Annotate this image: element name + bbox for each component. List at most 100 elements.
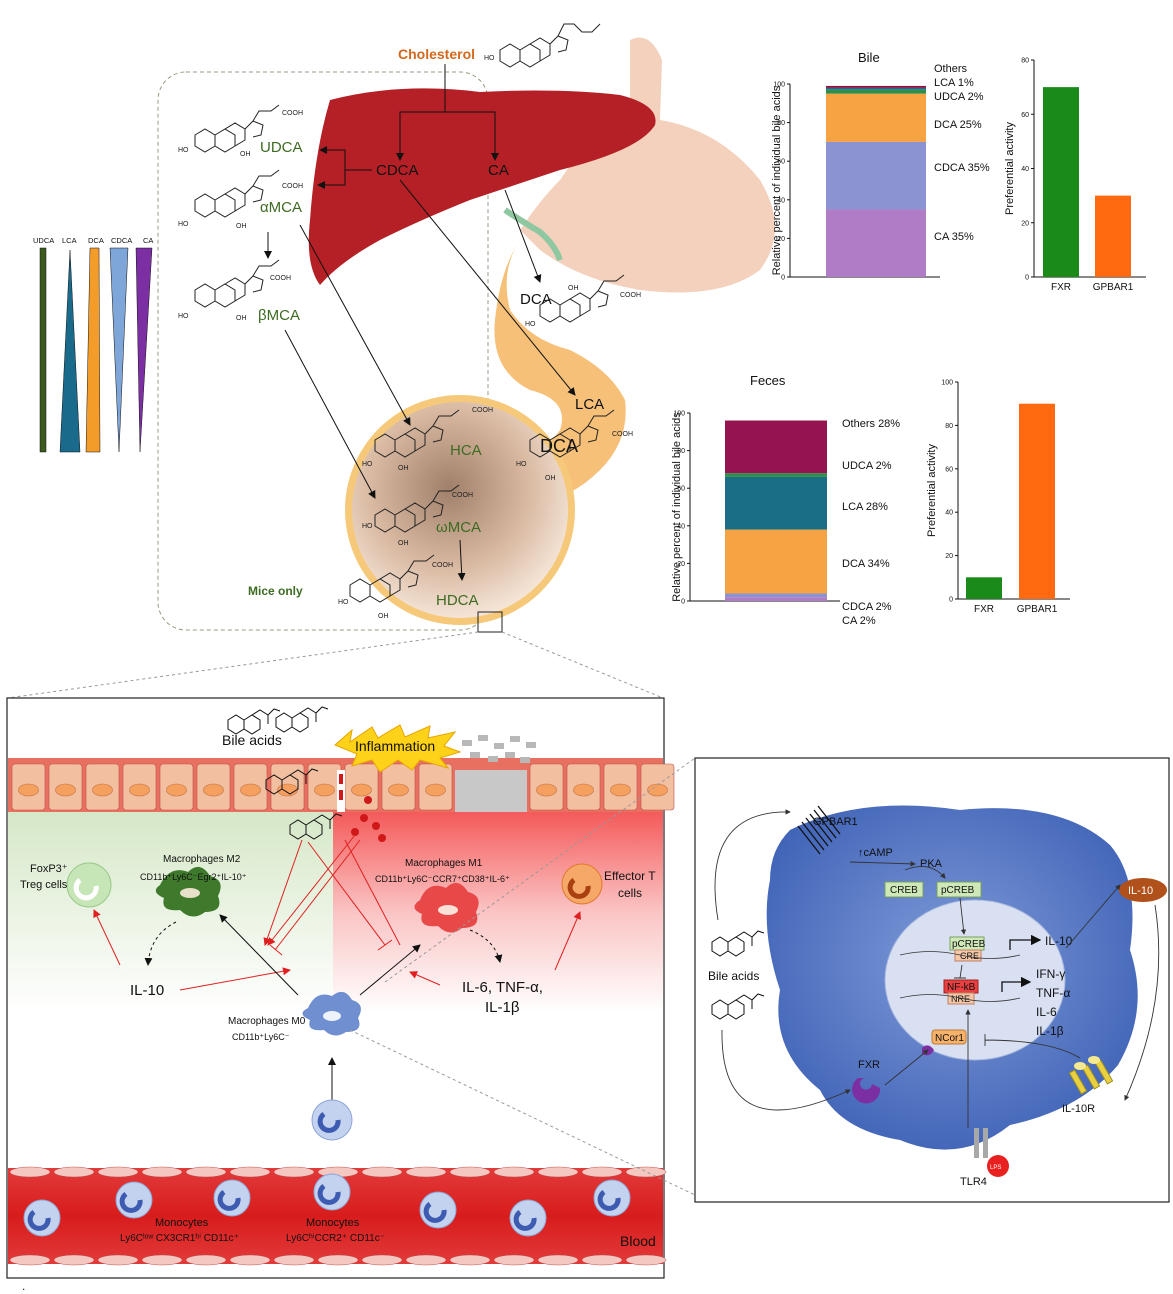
intestine: [470, 240, 626, 505]
endothelial-cell: [185, 1166, 227, 1178]
svg-text:OH: OH: [236, 315, 247, 322]
monocyte-nucleus: [513, 1209, 537, 1231]
zoom-lines-bottom: [349, 757, 696, 1196]
damaged-epithelium: [455, 770, 527, 812]
bar-gpbar1: [1095, 195, 1131, 277]
segment-label: LCA 1%: [934, 77, 974, 89]
y-tick-label: 80: [677, 448, 685, 455]
svg-text:CDCA: CDCA: [111, 236, 132, 245]
x-tick-label: GPBAR1: [1093, 282, 1134, 293]
cre-label: CRE: [960, 951, 979, 961]
svg-text:DCA: DCA: [88, 236, 104, 245]
stomach: [520, 37, 775, 293]
y-tick-label: 40: [1021, 166, 1029, 173]
y-axis-label: Preferential activity: [1004, 122, 1016, 215]
mono1-label-line2: Ly6Cˡᵒʷ CX3CR1ʰⁱ CD11c⁺: [120, 1233, 239, 1244]
inflammatory-mediators: [337, 770, 386, 842]
epithelial-debris: [462, 735, 536, 763]
gut-black-arrows: [144, 914, 503, 1120]
svg-text:HO: HO: [178, 221, 189, 228]
y-axis-label: Relative percent of individual bile acid…: [671, 412, 683, 602]
amca-label: αMCA: [260, 199, 302, 216]
gut-bile-acid-structures: [227, 706, 343, 840]
y-tick-label: 80: [945, 423, 953, 430]
il10-gene-label: IL-10: [1045, 934, 1073, 948]
svg-text:LCA: LCA: [62, 236, 77, 245]
svg-text:COOH: COOH: [620, 292, 641, 299]
lps-label: LPS: [990, 1165, 1001, 1171]
y-tick-label: 20: [945, 553, 953, 560]
epithelial-nucleus: [351, 783, 372, 797]
epithelial-nucleus: [573, 783, 594, 797]
y-tick-label: 0: [781, 275, 785, 282]
endothelial-cell: [493, 1254, 535, 1266]
segment-label: CA 2%: [842, 615, 876, 627]
treg-cell: [66, 862, 112, 908]
m1-macrophage: [414, 882, 479, 933]
fxr-icon: [852, 1078, 881, 1104]
y-tick-label: 20: [1021, 220, 1029, 227]
epithelial-nucleus: [536, 783, 557, 797]
monocyte-nucleus: [423, 1201, 447, 1223]
il10-secreted-icon: [1119, 878, 1167, 902]
segment-label: UDCA 2%: [842, 460, 892, 472]
stacked-segment-udca: [725, 473, 827, 477]
legend-dca: [85, 247, 101, 453]
inflammation-burst: [334, 724, 462, 773]
monocyte-nucleus: [119, 1191, 143, 1213]
structure-annotations: COOH COOH COOH COOH COOH COOH COOH COOH …: [178, 55, 641, 620]
nre-label: NRE: [951, 994, 970, 1004]
stacked-segment-others: [826, 85, 926, 88]
tnfa-label: TNF-α: [1036, 986, 1070, 1000]
epithelial-nucleus: [18, 783, 39, 797]
epithelial-nucleus: [129, 783, 150, 797]
mice-only-label: Mice only: [248, 584, 303, 598]
m0-label-line1: Macrophages M0: [228, 1016, 306, 1027]
y-tick-label: 0: [949, 597, 953, 604]
endothelial-cell: [581, 1254, 623, 1266]
fxr-cell-label: FXR: [858, 1059, 880, 1071]
epithelial-nucleus: [240, 783, 261, 797]
svg-text:HO: HO: [516, 461, 527, 468]
monocyte-nucleus: [27, 1209, 51, 1231]
x-tick-label: FXR: [974, 604, 994, 615]
legend-lca: [59, 249, 81, 453]
legend-udca: [39, 247, 47, 453]
cell-bile-acid-structures: [711, 930, 765, 1020]
endothelial-cell: [141, 1254, 183, 1266]
il10r-label: IL-10R: [1062, 1103, 1095, 1115]
mono2-label-line2: Ly6CʰⁱCCR2⁺ CD11c⁻: [286, 1233, 385, 1244]
y-tick-label: 60: [777, 159, 785, 166]
svg-text:HO: HO: [362, 461, 373, 468]
endothelial-cell: [537, 1254, 579, 1266]
zoom-box: [477, 611, 503, 633]
nfkb-label: NF-kB: [947, 982, 976, 993]
svg-text:OH: OH: [236, 223, 247, 230]
svg-text:HO: HO: [484, 55, 495, 62]
svg-text:OH: OH: [545, 475, 556, 482]
y-tick-label: 100: [941, 380, 953, 387]
svg-text:OH: OH: [240, 151, 251, 158]
epithelial-nucleus: [425, 783, 446, 797]
chart-title: Bile: [858, 50, 880, 65]
segment-label: LCA 28%: [842, 501, 888, 513]
liver: [308, 88, 656, 285]
segment-label: Others 28%: [842, 418, 900, 430]
endothelial-cell: [449, 1254, 491, 1266]
svg-text:HO: HO: [178, 313, 189, 320]
effector-t-cell: [561, 863, 603, 905]
y-tick-label: 40: [777, 197, 785, 204]
mice-only-box: [157, 71, 489, 631]
il10-gut-label: IL-10: [130, 982, 164, 999]
effector-label-line1: Effector T: [604, 869, 656, 883]
epithelial-nucleus: [55, 783, 76, 797]
monocytes: [23, 1173, 631, 1237]
endothelial-cell: [449, 1166, 491, 1178]
transcription-arrows: [1001, 934, 1042, 992]
svg-text:OH: OH: [568, 285, 579, 292]
endothelial-cell: [493, 1166, 535, 1178]
y-axis-label: Preferential activity: [926, 444, 938, 537]
